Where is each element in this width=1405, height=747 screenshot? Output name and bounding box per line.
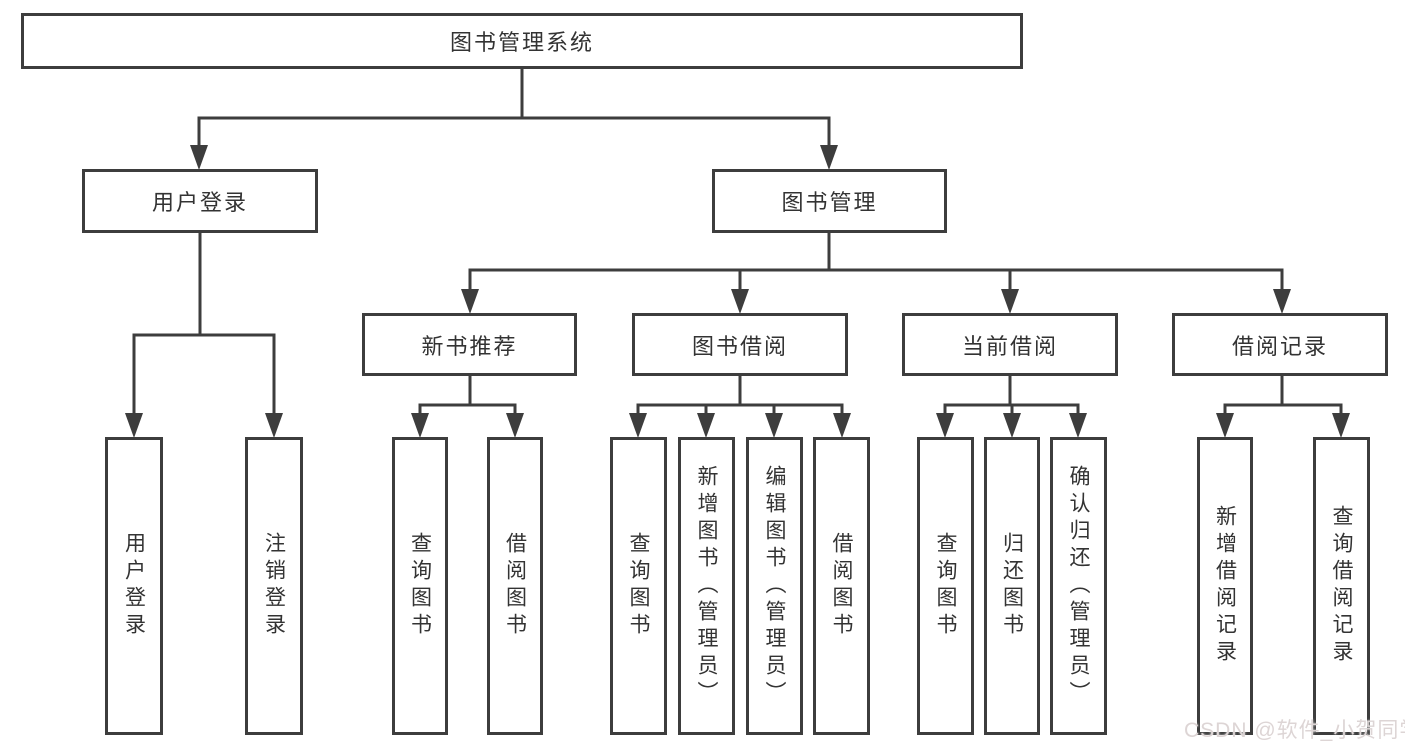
leaf-return-books: 归还图书 [984, 437, 1040, 735]
node-book-borrowing: 图书借阅 [632, 313, 848, 376]
node-label: 新增借阅记录 [1213, 505, 1237, 667]
node-label: 查询图书 [408, 532, 432, 640]
leaf-borrow-books: 借阅图书 [813, 437, 870, 735]
node-label: 用户登录 [122, 532, 146, 640]
node-label: 图书借阅 [691, 333, 788, 359]
node-label: 当前借阅 [961, 333, 1058, 359]
node-label: 编辑图书（管理员） [763, 464, 786, 708]
leaf-user-login: 用户登录 [105, 437, 163, 735]
node-label: 新书推荐 [421, 333, 518, 359]
node-borrowing-records: 借阅记录 [1172, 313, 1388, 376]
node-label: 借阅图书 [830, 532, 853, 640]
leaf-query-borrow-record: 查询借阅记录 [1313, 437, 1370, 735]
leaf-query-books: 查询图书 [917, 437, 974, 735]
node-label: 归还图书 [1000, 532, 1024, 640]
node-label: 查询借阅记录 [1330, 505, 1353, 667]
leaf-add-borrow-record: 新增借阅记录 [1197, 437, 1253, 735]
node-label: 借阅记录 [1231, 333, 1328, 359]
node-current-borrowing: 当前借阅 [902, 313, 1118, 376]
node-label: 查询图书 [627, 532, 650, 640]
node-label: 确认归还（管理员） [1067, 464, 1090, 708]
leaf-logout: 注销登录 [245, 437, 303, 735]
node-book-management: 图书管理 [712, 169, 947, 233]
leaf-add-books-admin: 新增图书（管理员） [678, 437, 735, 735]
node-label: 借阅图书 [503, 532, 527, 640]
leaf-query-books: 查询图书 [610, 437, 667, 735]
node-label: 用户登录 [151, 190, 248, 215]
arrowheads [125, 145, 1350, 438]
node-new-book-recommendation: 新书推荐 [362, 313, 577, 376]
leaf-borrow-books: 借阅图书 [487, 437, 543, 735]
leaf-confirm-return-admin: 确认归还（管理员） [1050, 437, 1107, 735]
node-label: 图书管理 [781, 190, 878, 215]
leaf-query-books: 查询图书 [392, 437, 448, 735]
node-label: 图书管理系统 [449, 30, 594, 55]
node-label: 查询图书 [934, 532, 957, 640]
node-label: 新增图书（管理员） [695, 464, 718, 708]
node-user-login: 用户登录 [82, 169, 318, 233]
csdn-watermark: CSDN @软件_小贺同学 [1184, 719, 1405, 742]
node-label: 注销登录 [262, 532, 286, 640]
node-library-management-system: 图书管理系统 [21, 13, 1023, 69]
leaf-edit-books-admin: 编辑图书（管理员） [746, 437, 803, 735]
